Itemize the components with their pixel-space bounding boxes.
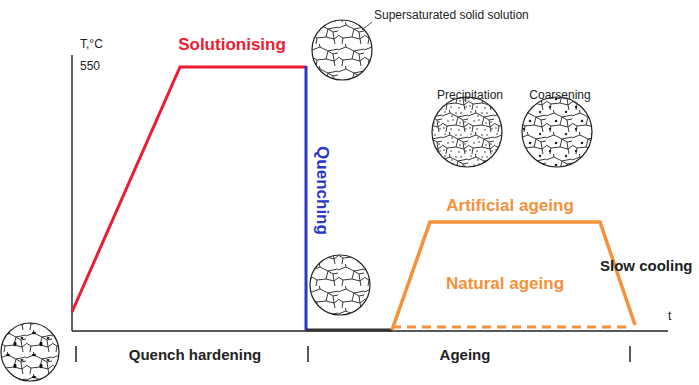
stage-label: Artificial ageing: [446, 197, 574, 214]
structure-label: Coarsening: [529, 89, 590, 101]
structure-label: Supersaturated solid solution: [374, 9, 529, 21]
stage-label: Slow cooling: [600, 258, 693, 273]
structure-label: Precipitation: [437, 89, 503, 101]
stage-label: Quenching: [314, 146, 331, 235]
phase-label: Quench hardening: [129, 347, 262, 362]
axis-label: T,°C: [80, 38, 103, 50]
axis-label: t: [668, 310, 671, 322]
phase-label: Ageing: [440, 347, 491, 362]
stage-label: Solutionising: [178, 36, 286, 53]
temperature-value: 550: [80, 60, 100, 72]
stage-label: Natural ageing: [446, 275, 564, 292]
